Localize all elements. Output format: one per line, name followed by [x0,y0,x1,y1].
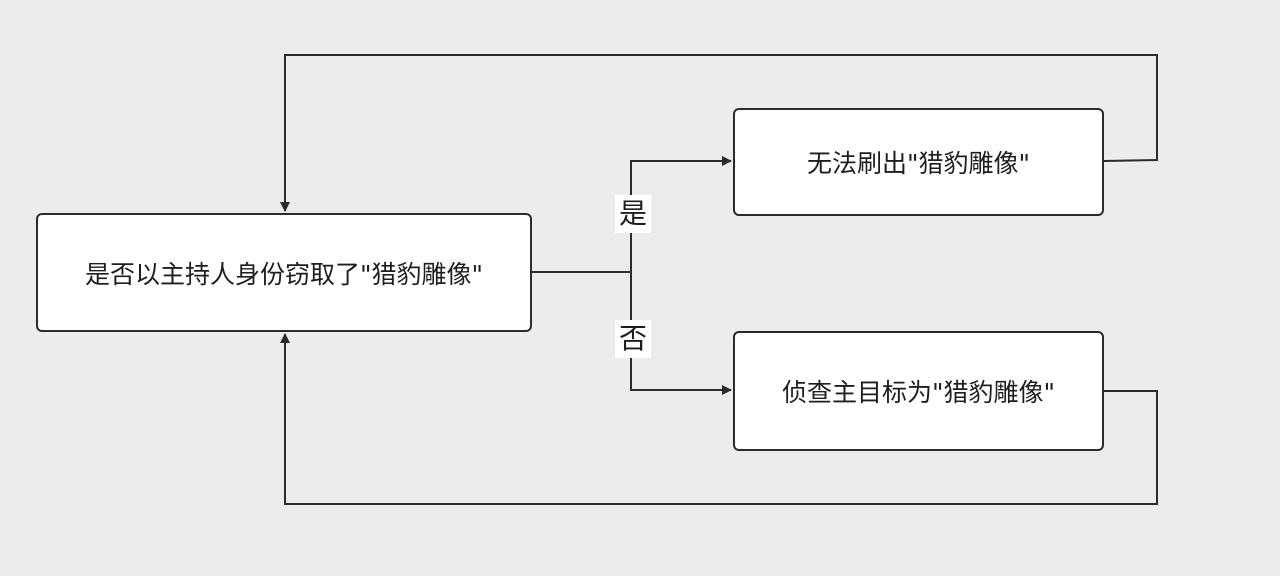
edge-yes-loop-back [280,54,1158,212]
edge-label-yes: 是 [615,195,651,233]
no-result-node: 侦查主目标为"猎豹雕像" [733,331,1104,451]
edge-yes-arrow [630,156,732,272]
edge-no-arrow [630,272,732,395]
decision-node-label: 是否以主持人身份窃取了"猎豹雕像" [85,259,483,289]
no-result-node-label: 侦查主目标为"猎豹雕像" [782,378,1055,407]
edge-label-no: 否 [615,320,651,358]
decision-node: 是否以主持人身份窃取了"猎豹雕像" [36,213,532,332]
edge-no-loop-back [280,333,1158,505]
yes-result-node: 无法刷出"猎豹雕像" [733,108,1104,216]
yes-result-node-label: 无法刷出"猎豹雕像" [807,149,1030,178]
